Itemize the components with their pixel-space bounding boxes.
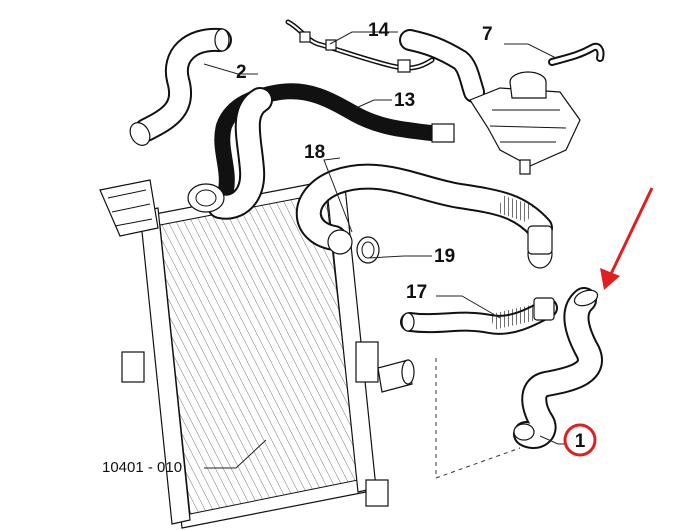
pipe-14 <box>285 19 485 103</box>
highlight-arrow-head <box>600 268 620 290</box>
callout-17: 17 <box>406 282 427 303</box>
highlight-marker: 1 <box>563 187 654 457</box>
callout-7: 7 <box>482 24 493 45</box>
highlight-circle <box>563 423 597 457</box>
hose-2 <box>129 27 232 146</box>
callout-13: 13 <box>394 90 415 111</box>
radiator <box>99 176 415 529</box>
expansion-tank-7 <box>469 42 605 175</box>
callout-18: 18 <box>304 142 325 163</box>
callout-14: 14 <box>368 20 390 41</box>
hose-13 <box>187 83 455 220</box>
leader-lines <box>203 31 568 469</box>
callout-2: 2 <box>236 62 247 83</box>
assembly-dash-lines <box>435 358 521 479</box>
callout-19: 19 <box>434 246 455 267</box>
highlight-arrow <box>608 187 654 277</box>
callout-1: 1 <box>575 431 586 452</box>
hose-1 <box>513 287 603 449</box>
hose-18 <box>295 163 553 269</box>
clamp-19 <box>356 236 380 264</box>
radiator-code: 10401 - 010 <box>102 459 182 476</box>
hose-17 <box>400 297 558 335</box>
